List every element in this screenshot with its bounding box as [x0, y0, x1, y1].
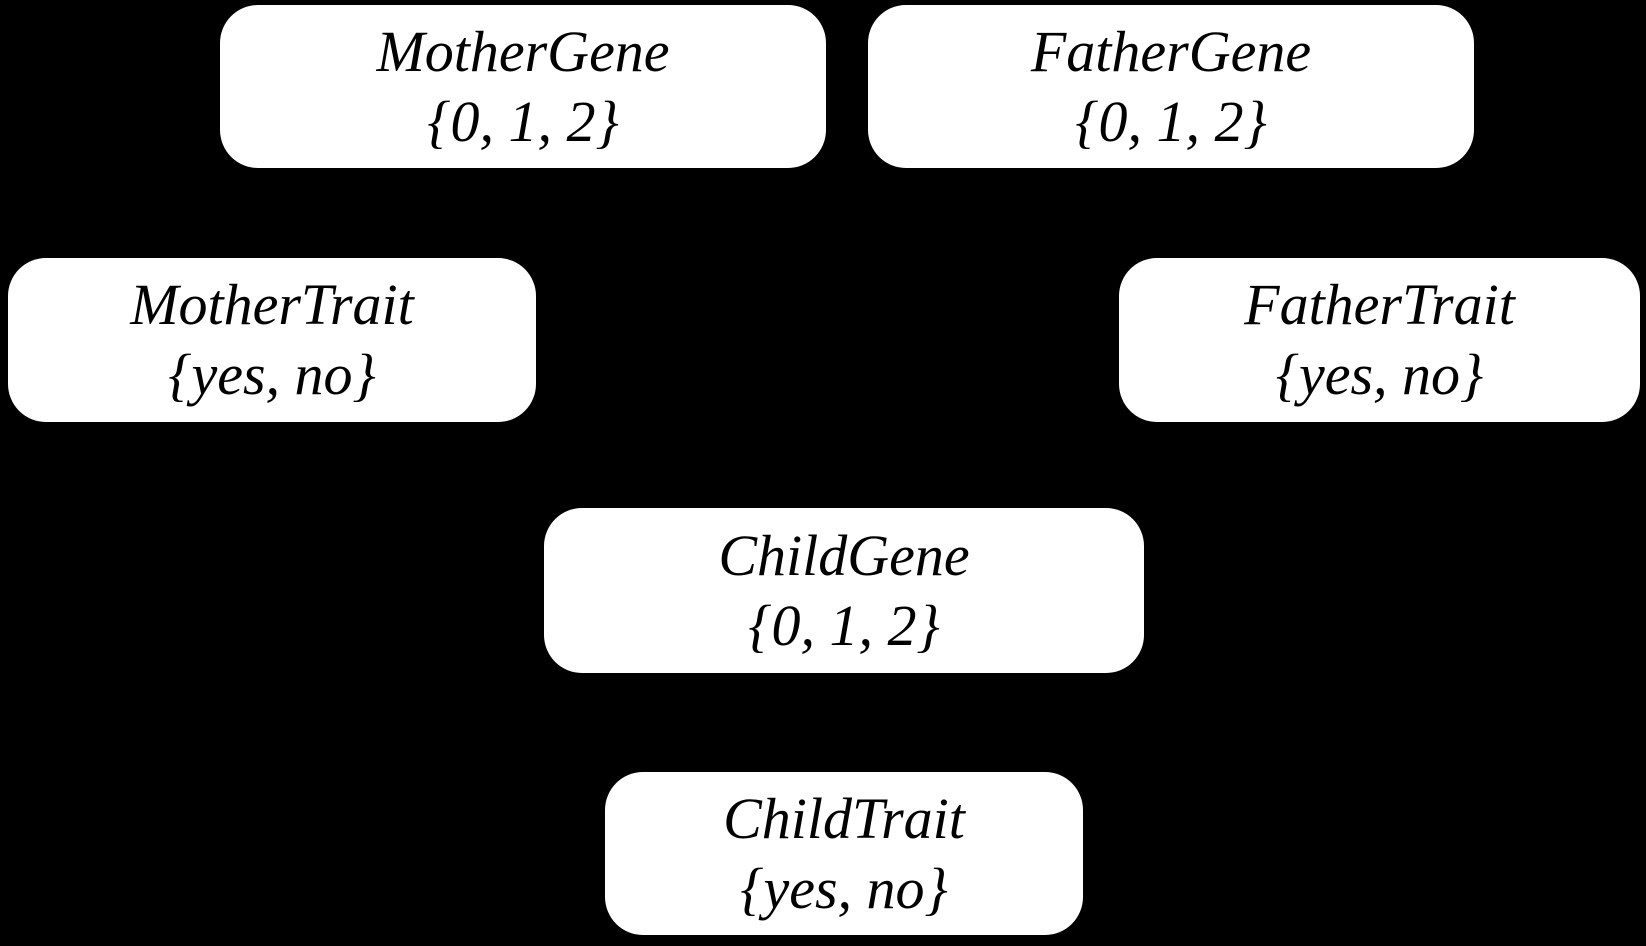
- node-child-gene: ChildGene {0, 1, 2}: [544, 508, 1144, 673]
- node-mother-trait: MotherTrait {yes, no}: [8, 258, 536, 422]
- node-mother-trait-label: MotherTrait: [130, 272, 414, 337]
- node-father-trait: FatherTrait {yes, no}: [1119, 258, 1640, 422]
- node-father-trait-domain: {yes, no}: [1275, 342, 1484, 407]
- node-father-gene-label: FatherGene: [1030, 18, 1312, 84]
- node-mother-gene-label: MotherGene: [376, 18, 670, 84]
- node-father-trait-label: FatherTrait: [1244, 272, 1515, 337]
- node-child-gene-domain: {0, 1, 2}: [748, 592, 940, 658]
- node-father-gene: FatherGene {0, 1, 2}: [868, 5, 1474, 168]
- node-father-gene-domain: {0, 1, 2}: [1075, 88, 1267, 154]
- node-mother-gene-domain: {0, 1, 2}: [427, 88, 619, 154]
- node-child-gene-label: ChildGene: [718, 522, 970, 588]
- node-mother-trait-domain: {yes, no}: [168, 342, 376, 407]
- node-child-trait-domain: {yes, no}: [740, 855, 948, 921]
- node-child-trait-label: ChildTrait: [723, 785, 965, 851]
- node-mother-gene: MotherGene {0, 1, 2}: [220, 5, 826, 168]
- node-child-trait: ChildTrait {yes, no}: [605, 772, 1083, 935]
